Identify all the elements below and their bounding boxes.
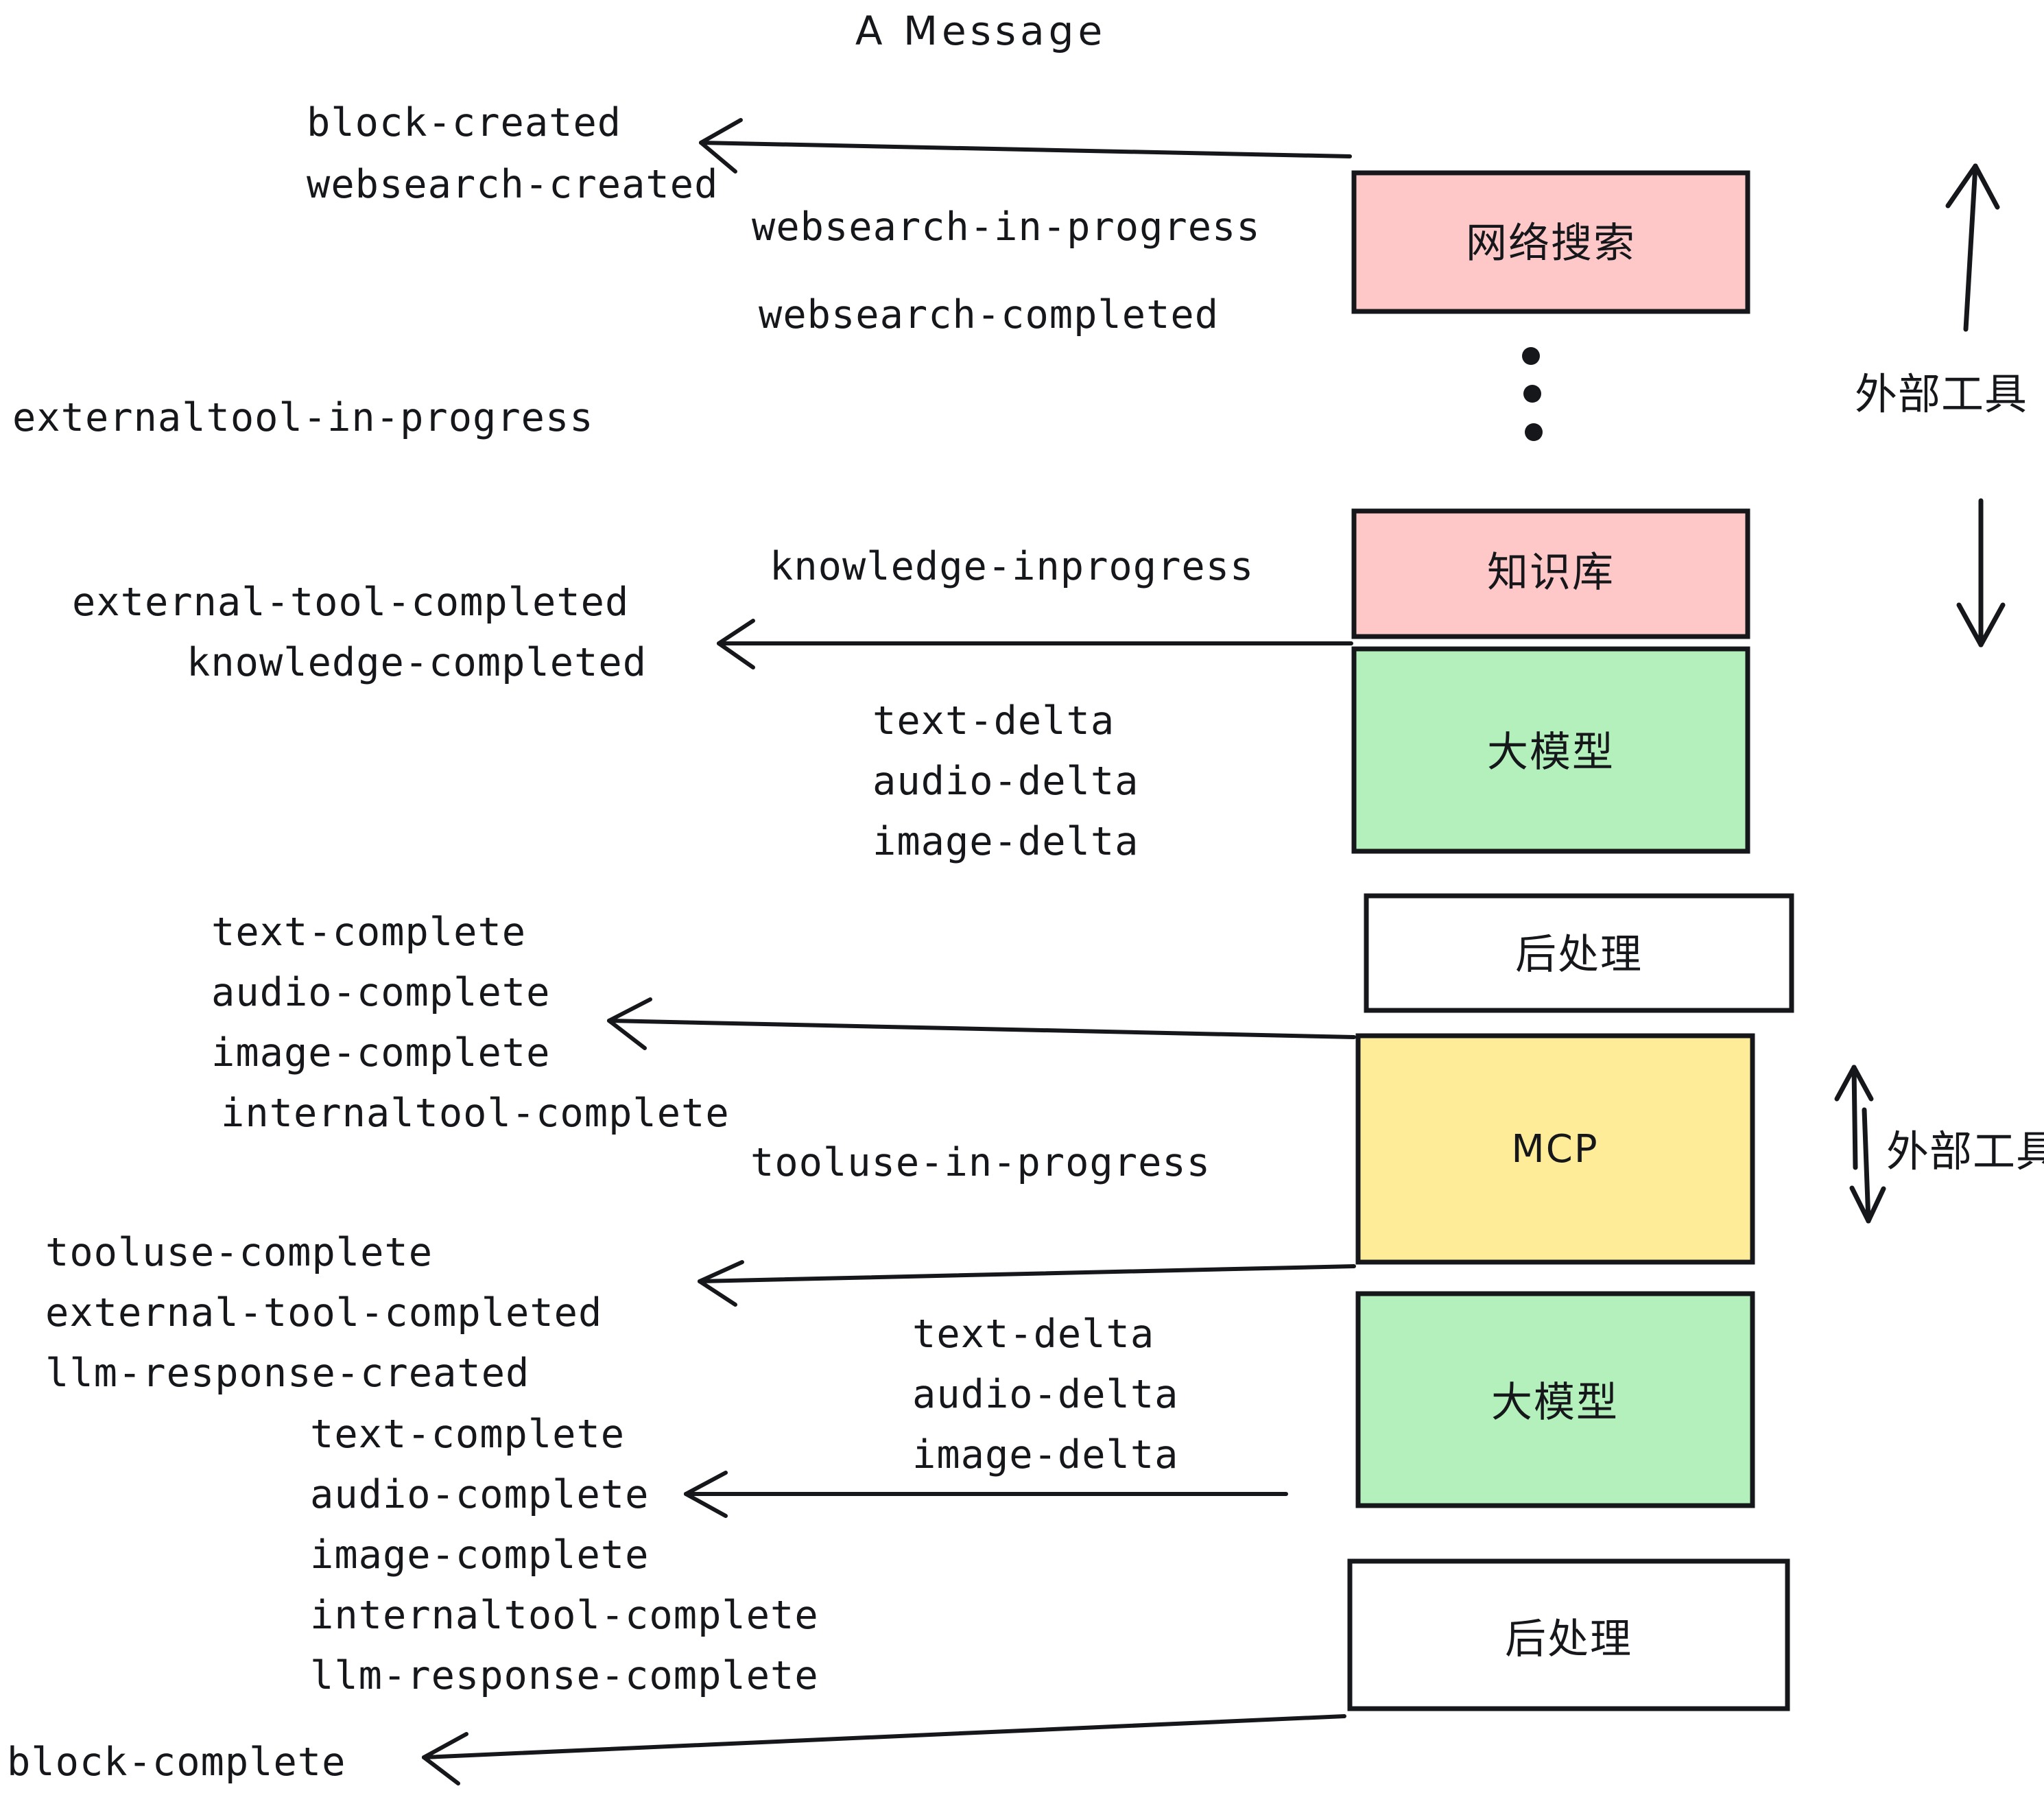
- event-label-internaltool-complete-2: internaltool-complete: [310, 1593, 819, 1638]
- event-label-llm-response-complete: llm-response-complete: [310, 1653, 819, 1698]
- event-label-block-created: block-created: [307, 100, 621, 145]
- node-knowledge-label: 知识库: [1487, 549, 1615, 597]
- node-llm-2-label: 大模型: [1491, 1379, 1619, 1427]
- node-postprocess-2-label: 后处理: [1505, 1615, 1632, 1663]
- event-label-tooluse-in-progress: tooluse-in-progress: [750, 1140, 1211, 1185]
- external-tool-bracket-lower: [1834, 1065, 1886, 1224]
- side-label-external-tools-lower: 外部工具: [1886, 1126, 2044, 1176]
- node-postprocess-1-label: 后处理: [1515, 931, 1643, 979]
- node-mcp-label: MCP: [1511, 1127, 1598, 1172]
- node-knowledge[interactable]: [1351, 508, 1750, 639]
- node-llm-1-label: 大模型: [1487, 728, 1615, 776]
- external-tool-bracket-upper: [1945, 163, 2006, 648]
- event-label-text-delta-1: text-delta: [872, 698, 1115, 744]
- node-postprocess-1[interactable]: [1364, 893, 1794, 1013]
- event-label-text-complete-2: text-complete: [310, 1412, 625, 1457]
- arrow-tooluse-complete: [698, 1260, 1356, 1307]
- event-label-llm-response-created: llm-response-created: [45, 1351, 530, 1396]
- node-postprocess-2[interactable]: [1347, 1558, 1790, 1711]
- node-llm-2[interactable]: [1355, 1291, 1755, 1508]
- event-label-knowledge-inprogress: knowledge-inprogress: [770, 544, 1254, 589]
- event-label-external-tool-completed-1: external-tool-completed: [72, 580, 629, 625]
- event-label-block-complete: block-complete: [7, 1740, 346, 1785]
- event-label-audio-complete-1: audio-complete: [211, 970, 550, 1015]
- arrow-block-complete: [422, 1714, 1346, 1785]
- event-label-audio-delta-2: audio-delta: [912, 1372, 1179, 1417]
- arrow-knowledge-completed: [717, 619, 1353, 669]
- event-label-websearch-completed: websearch-completed: [759, 292, 1219, 337]
- arrow-block-created: [699, 118, 1352, 174]
- node-mcp[interactable]: [1355, 1033, 1755, 1265]
- event-label-knowledge-completed: knowledge-completed: [187, 640, 647, 685]
- event-label-external-tool-completed-2: external-tool-completed: [45, 1290, 602, 1336]
- event-label-internaltool-complete-1: internaltool-complete: [221, 1091, 730, 1136]
- event-label-image-delta-1: image-delta: [872, 819, 1139, 864]
- node-websearch-label: 网络搜索: [1466, 219, 1636, 268]
- event-label-audio-complete-2: audio-complete: [310, 1472, 649, 1517]
- event-label-image-complete-1: image-complete: [211, 1030, 550, 1076]
- event-label-tooluse-complete: tooluse-complete: [45, 1230, 433, 1275]
- event-label-audio-delta-1: audio-delta: [872, 759, 1139, 804]
- node-llm-1[interactable]: [1351, 646, 1750, 854]
- event-label-text-complete-1: text-complete: [211, 910, 526, 955]
- side-label-external-tools-upper: 外部工具: [1855, 369, 2028, 419]
- ellipsis-dot-3: [1525, 423, 1543, 441]
- arrow-audio-complete: [684, 1471, 1288, 1518]
- event-label-websearch-in-progress: websearch-in-progress: [752, 204, 1261, 250]
- arrow-image-complete: [607, 997, 1356, 1050]
- event-label-websearch-created: websearch-created: [307, 162, 718, 207]
- ellipsis-dot-1: [1522, 347, 1540, 365]
- event-label-externaltool-in-progress: externaltool-in-progress: [12, 395, 594, 440]
- event-label-image-delta-2: image-delta: [912, 1432, 1179, 1477]
- ellipsis-dot-2: [1523, 385, 1541, 403]
- node-websearch[interactable]: [1351, 170, 1750, 314]
- event-label-image-complete-2: image-complete: [310, 1532, 649, 1578]
- event-label-text-delta-2: text-delta: [912, 1312, 1154, 1357]
- diagram-title: A Message: [855, 8, 1106, 54]
